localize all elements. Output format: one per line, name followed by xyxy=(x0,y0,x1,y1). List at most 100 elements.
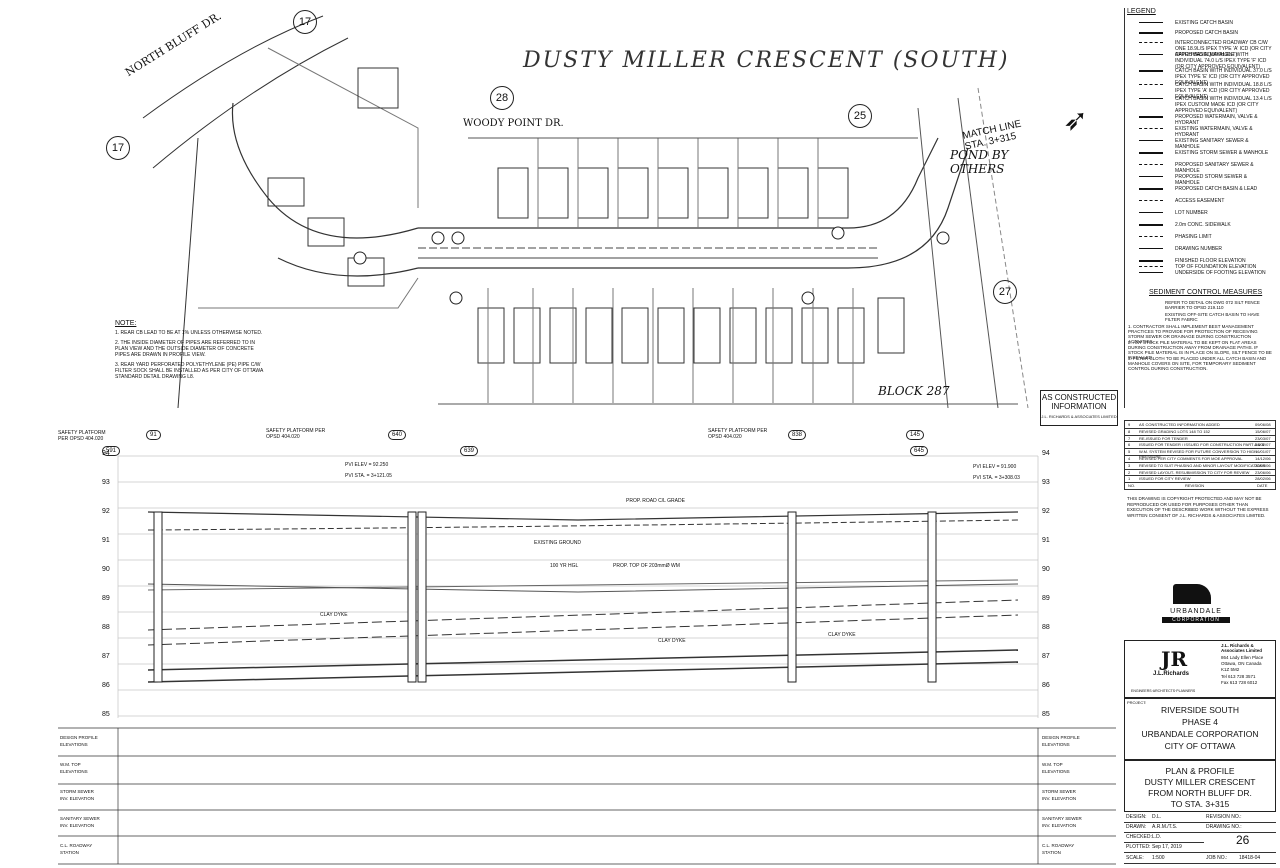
titleblock-details: DESIGN:D.L.REVISION NO.: DRAWN:A.R.M./T.… xyxy=(1124,812,1276,864)
revision-text: REVISED LAYOUT- RESUBMISSION TO CITY FOR… xyxy=(1139,469,1250,475)
revision-row: 1 ISSUED FOR CITY REVIEW 28/02/06 xyxy=(1125,475,1275,484)
legend-item: ACCESS EASEMENT xyxy=(1139,198,1273,204)
legend-item: CATCH BASIN WITH INDIVIDUAL 37.0 L/S IPE… xyxy=(1139,68,1273,86)
drawing-no-label: DRAWING NO.: xyxy=(1206,824,1242,830)
plotted-value: Sep 17, 2019 xyxy=(1152,844,1182,850)
legend-item: PROPOSED CATCH BASIN xyxy=(1139,30,1273,36)
legend-symbol-icon xyxy=(1139,248,1163,253)
elevation-tick-label: 93 xyxy=(102,479,110,486)
rev-col-date: DATE xyxy=(1257,483,1268,488)
note-1: 1. REAR CB LEAD TO BE AT 1% UNLESS OTHER… xyxy=(115,330,263,336)
notes-heading: NOTE: xyxy=(115,320,137,327)
plan-linework xyxy=(142,15,1029,408)
house-icon xyxy=(1173,584,1211,604)
revision-date: 22/09/06 xyxy=(1255,462,1271,468)
jr-logo-icon: JR xyxy=(1161,647,1188,671)
firm-block: JR J.L.Richards ENGINEERS·ARCHITECTS·PLA… xyxy=(1124,640,1276,698)
as-constructed-line2: INFORMATION xyxy=(1051,402,1107,411)
elevation-tick-label: 85 xyxy=(102,711,110,718)
legend-symbol-icon xyxy=(1139,140,1163,145)
project-line2: PHASE 4 xyxy=(1182,717,1218,727)
elevation-tick-label: 85 xyxy=(1042,711,1050,718)
legend-item: PHASING LIMIT xyxy=(1139,234,1273,240)
scale-value: 1:500 xyxy=(1152,855,1165,861)
legend-symbol-icon xyxy=(1139,128,1163,133)
label-pvi-sta-1: PVI STA. = 3+121.05 xyxy=(345,473,392,479)
note-2: 2. THE INSIDE DIAMETER OF PIPES ARE REFE… xyxy=(115,340,256,358)
legend-item: EXISTING WATERMAIN, VALVE & HYDRANT xyxy=(1139,126,1273,138)
revision-no: 5 xyxy=(1128,449,1131,455)
legend-item: PROPOSED CATCH BASIN & LEAD xyxy=(1139,186,1273,192)
legend-symbol-icon xyxy=(1139,32,1163,38)
elevation-tick-label: 89 xyxy=(1042,595,1050,602)
checked-label: CHECKED: xyxy=(1126,834,1152,840)
label-hgl: 100 YR HGL xyxy=(550,563,579,569)
legend-item: CATCH BASIN WITH INDIVIDUAL 18.8 L/S IPE… xyxy=(1139,82,1273,100)
legend-item: EXISTING STORM SEWER & MANHOLE xyxy=(1139,150,1273,156)
firm-address2: Ottawa, ON Canada xyxy=(1221,661,1262,666)
legend-item: FINISHED FLOOR ELEVATION xyxy=(1139,258,1273,264)
profile-row-sublabel: STATION xyxy=(60,850,79,855)
profile-row-sublabel: INV. ELEVATION xyxy=(60,823,95,828)
job-no-value: 18418-04 xyxy=(1239,855,1261,861)
client-sub: CORPORATION xyxy=(1162,617,1230,623)
rev-col-no: NO. xyxy=(1128,483,1136,488)
label-pvi-sta-2: PVI STA. = 3+308.03 xyxy=(973,475,1020,481)
drawing-line4: TO STA. 3+315 xyxy=(1170,799,1230,809)
firm-tel: Tel 613 728 3571 xyxy=(1221,674,1256,679)
elevation-tick-label: 94 xyxy=(1042,450,1050,457)
sediment-heading: SEDIMENT CONTROL MEASURES xyxy=(1149,289,1263,296)
firm-fax: Fax 613 728 6012 xyxy=(1221,680,1258,685)
revision-date: 28/02/06 xyxy=(1255,476,1271,482)
drawing-number: 26 xyxy=(1236,833,1250,847)
revision-text: ISSUED FOR CITY REVIEW xyxy=(1139,476,1191,482)
legend-item: 2.0m CONC. SIDEWALK xyxy=(1139,222,1273,228)
elevation-tick-label: 90 xyxy=(102,566,110,573)
legend-item: EXISTING SANITARY SEWER & MANHOLE xyxy=(1139,138,1273,150)
profile-row-sublabel: ELEVATIONS xyxy=(1042,769,1070,774)
elevation-tick-label: 91 xyxy=(1042,537,1050,544)
revision-date: 15/06/07 xyxy=(1255,428,1271,434)
legend-item: DRAWING NUMBER xyxy=(1139,246,1273,252)
sediment-note-2: 2. ANY STOCK PILE MATERIAL TO BE KEPT ON… xyxy=(1128,340,1272,360)
revision-no: 1 xyxy=(1128,476,1131,482)
profile-row-sublabel: ELEVATIONS xyxy=(60,769,88,774)
profile-row-sublabel: ELEVATIONS xyxy=(60,742,88,747)
job-no-label: JOB NO.: xyxy=(1206,855,1228,861)
as-constructed-stamp: AS CONSTRUCTED INFORMATION J.L. RICHARDS… xyxy=(1040,390,1118,426)
label-safety-2: SAFETY PLATFORM PER OPSD 404.020 xyxy=(266,428,326,440)
project-line3: URBANDALE CORPORATION xyxy=(1141,729,1259,739)
pond-label: POND BY OTHERS xyxy=(950,148,1009,176)
revision-text: RE-ISSUED FOR TENDER xyxy=(1139,435,1188,441)
firm-name: J.L.Richards xyxy=(1153,671,1190,677)
profile-row-sublabel: INV. ELEVATION xyxy=(1042,796,1077,801)
manhole-91: 91 xyxy=(146,430,161,440)
legend-item: UNDERSIDE OF FOOTING ELEVATION xyxy=(1139,270,1273,276)
drawn-value: A.R.M./T.S. xyxy=(1152,824,1178,830)
profile-row-sublabel: INV. ELEVATION xyxy=(1042,823,1077,828)
client-name: URBANDALE xyxy=(1170,608,1222,615)
legend-symbol-icon xyxy=(1139,42,1163,47)
plan-view: DUSTY MILLER CRESCENT (SOUTH) NORTH BLUF… xyxy=(106,8,1088,408)
revision-text: AS CONSTRUCTED INFORMATION ADDED xyxy=(1139,422,1220,427)
legend-symbol-icon xyxy=(1139,236,1163,241)
revision-date: 14/12/06 xyxy=(1255,456,1271,461)
elevation-tick-label: 88 xyxy=(102,624,110,631)
legend-item: TOP OF FOUNDATION ELEVATION xyxy=(1139,264,1273,270)
elevation-tick-label: 93 xyxy=(1042,479,1050,486)
profile-row-sublabel: STATION xyxy=(1042,850,1061,855)
profile-row-sublabel: ELEVATIONS xyxy=(1042,742,1070,747)
rev-col-rev: REVISION xyxy=(1185,483,1205,488)
manhole-639: 639 xyxy=(460,446,479,456)
label-existing-ground: EXISTING GROUND xyxy=(534,540,581,546)
